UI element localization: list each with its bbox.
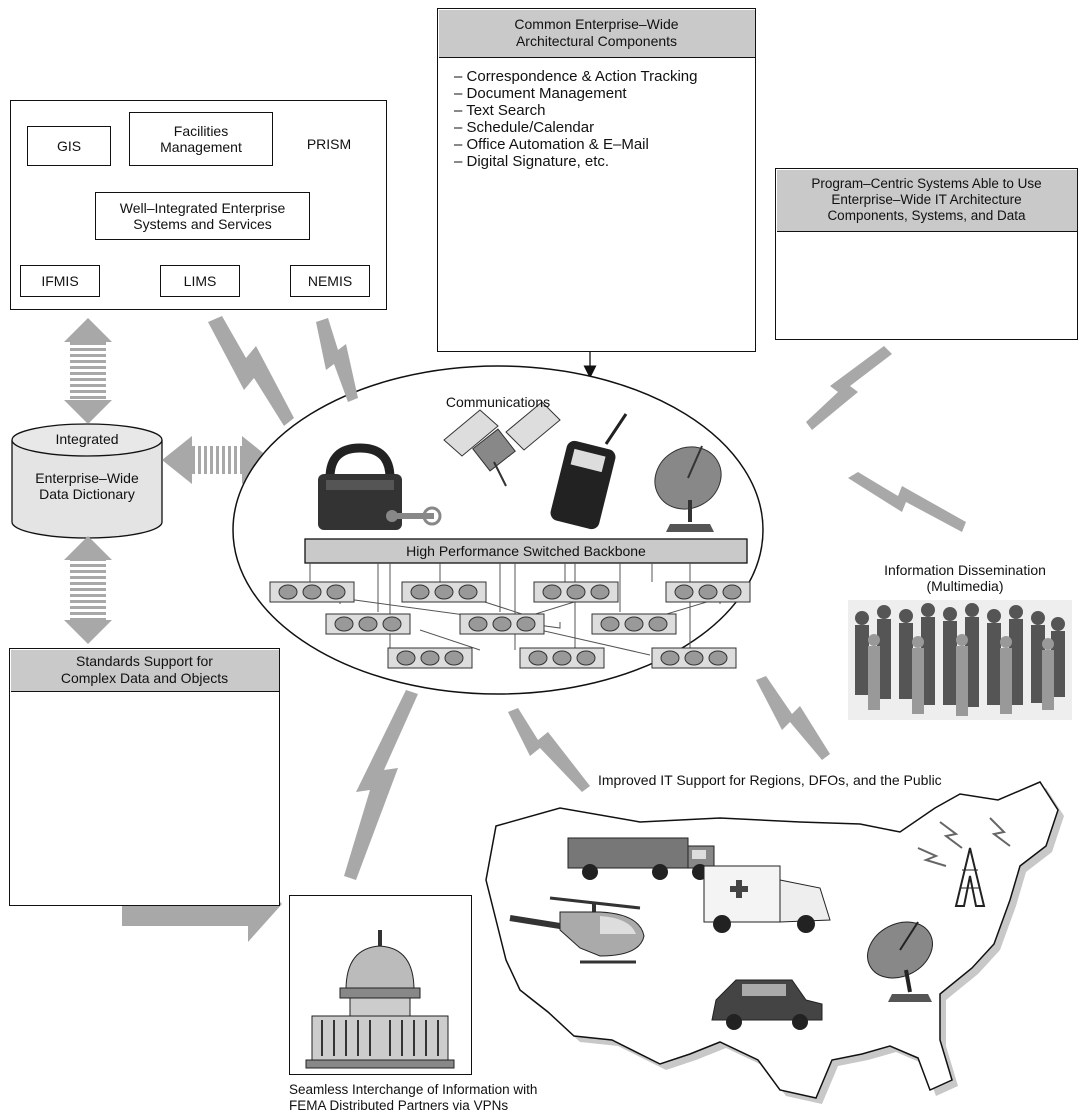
common-components-title: Common Enterprise–Wide Architectural Com… <box>438 9 755 58</box>
fire-truck-icon <box>567 837 715 880</box>
seamless-interchange-label: Seamless Interchange of Information with… <box>289 1082 538 1113</box>
component-item: Office Automation & E–Mail <box>454 136 697 153</box>
components-list: Correspondence & Action Tracking Documen… <box>454 68 697 170</box>
satellite-icon <box>443 401 561 487</box>
capitol-building-icon <box>305 930 455 1069</box>
arrow-dictionary-to-standards <box>64 536 112 644</box>
lightning-bolt-icon <box>316 318 358 402</box>
lightning-bolt-icon <box>208 316 294 426</box>
component-item: Schedule/Calendar <box>454 119 697 136</box>
communications-title: Communications <box>445 394 551 410</box>
prism-label: PRISM <box>306 136 352 152</box>
map-satellite-dish-icon <box>867 921 933 1002</box>
arrow-enterprise-to-dictionary <box>64 318 112 424</box>
lightning-bolt-icon <box>756 676 830 760</box>
data-dictionary-label: Enterprise–Wide Data Dictionary <box>35 470 139 503</box>
helicopter-icon <box>509 896 645 964</box>
radio-tower-icon <box>917 817 1011 907</box>
improved-support-label: Improved IT Support for Regions, DFOs, a… <box>598 772 942 788</box>
nemis-box: NEMIS <box>290 265 370 297</box>
lightning-bolt-icon <box>806 346 892 430</box>
data-dictionary-database-icon <box>11 423 163 539</box>
car-icon <box>711 979 823 1030</box>
lightning-bolt-icon <box>344 690 418 880</box>
component-item: Text Search <box>454 102 697 119</box>
standards-support-title: Standards Support for Complex Data and O… <box>10 649 279 692</box>
switch-group <box>459 613 545 635</box>
partners-panel <box>289 895 472 1075</box>
crowd-image <box>848 600 1072 720</box>
switch-group <box>269 581 355 603</box>
switch-group <box>325 613 411 635</box>
padlock-icon <box>318 443 442 530</box>
program-centric-title: Program–Centric Systems Able to Use Ente… <box>776 169 1077 232</box>
common-components-panel <box>437 8 756 352</box>
lims-box: LIMS <box>160 265 240 297</box>
backbone-label: High Performance Switched Backbone <box>406 543 646 559</box>
facilities-management-box: Facilities Management <box>129 112 273 166</box>
data-dictionary-top-label: Integrated <box>55 431 119 447</box>
ifmis-box: IFMIS <box>20 265 100 297</box>
component-item: Digital Signature, etc. <box>454 153 697 170</box>
switch-group <box>387 647 473 669</box>
switch-groups <box>269 581 751 669</box>
switch-group <box>401 581 487 603</box>
switch-group <box>519 647 605 669</box>
well-integrated-box: Well–Integrated Enterprise Systems and S… <box>95 192 310 240</box>
lightning-bolt-icon <box>508 708 590 792</box>
cell-phone-icon <box>550 413 628 530</box>
us-map <box>485 781 1064 1104</box>
gis-box: GIS <box>27 126 111 166</box>
switch-group <box>533 581 619 603</box>
satellite-dish-icon <box>654 445 722 532</box>
backbone-bar <box>304 538 748 564</box>
component-item: Correspondence & Action Tracking <box>454 68 698 85</box>
info-dissemination-label: Information Dissemination (Multimedia) <box>884 562 1046 595</box>
switch-group <box>651 647 737 669</box>
component-item: Document Management <box>454 85 697 102</box>
switch-group <box>591 613 677 635</box>
ambulance-icon <box>703 865 831 933</box>
lightning-bolts <box>208 316 966 880</box>
lightning-bolt-icon <box>848 472 966 532</box>
switch-group <box>665 581 751 603</box>
